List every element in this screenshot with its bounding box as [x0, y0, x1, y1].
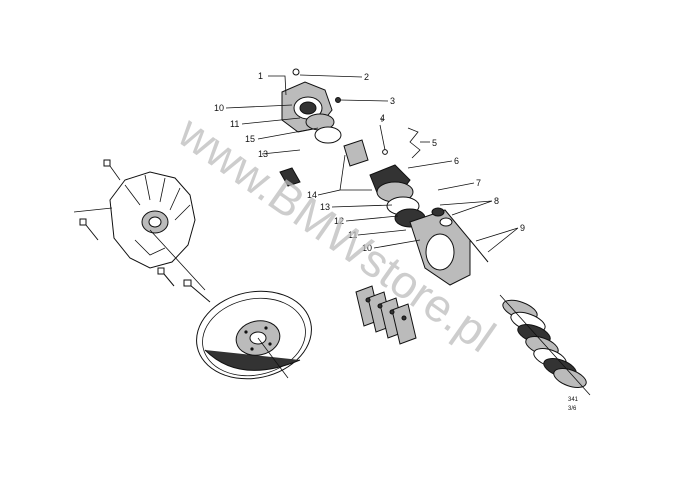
reference-code: 341 — [568, 397, 579, 403]
label-10-upper: 10 — [214, 103, 224, 113]
label-7: 7 — [476, 178, 481, 188]
diagram-reference: 341 3/6 — [568, 397, 579, 412]
label-9: 9 — [520, 223, 525, 233]
label-13-lower: 13 — [320, 202, 330, 212]
brake-pads — [355, 285, 417, 345]
caliper-upper — [279, 68, 369, 187]
label-6: 6 — [454, 156, 459, 166]
label-11-lower: 11 — [348, 230, 357, 240]
caliper-lower — [369, 164, 489, 286]
label-11-upper: 11 — [230, 119, 239, 129]
label-5: 5 — [432, 138, 437, 148]
label-4: 4 — [380, 113, 385, 123]
seal-kit — [499, 294, 591, 396]
label-1: 1 — [258, 71, 263, 81]
reference-page: 3/6 — [568, 406, 577, 412]
label-12: 12 — [334, 216, 344, 226]
label-8: 8 — [494, 196, 499, 206]
label-14: 14 — [307, 190, 317, 200]
label-10-lower: 10 — [362, 243, 372, 253]
label-13-upper: 13 — [258, 149, 268, 159]
label-15: 15 — [245, 134, 255, 144]
label-2: 2 — [364, 72, 369, 82]
spring-clip — [407, 127, 421, 159]
backing-plate-screws — [73, 159, 175, 287]
disc-bolt — [183, 279, 211, 303]
part-labels: 1 2 3 4 5 6 7 8 9 10 11 15 13 14 13 12 1… — [214, 71, 525, 253]
leader-lines — [225, 74, 519, 253]
label-3: 3 — [390, 96, 395, 106]
brake-disc — [196, 290, 312, 380]
retaining-pin — [379, 124, 388, 155]
brake-backing-plate — [109, 171, 206, 291]
